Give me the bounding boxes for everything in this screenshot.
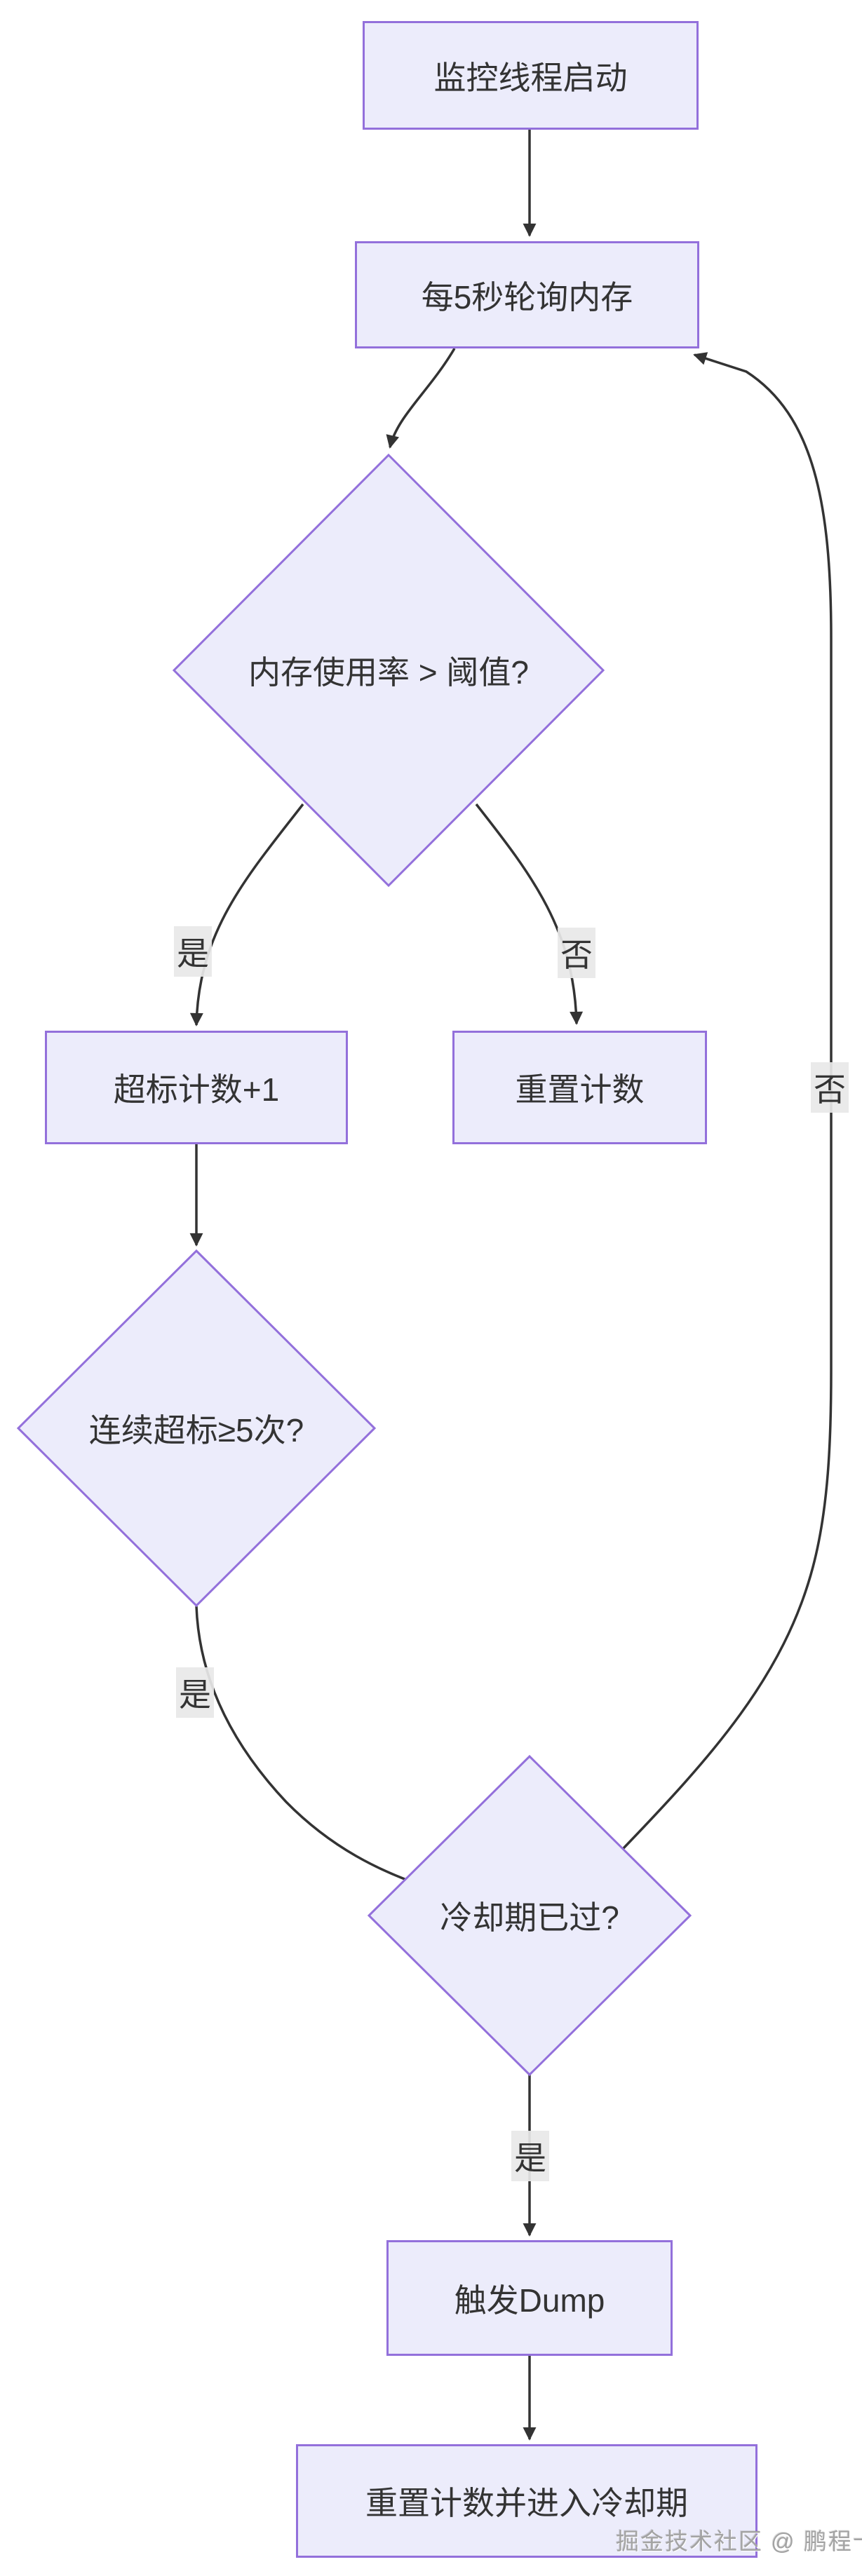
edge-label-threshold-no: 否 <box>558 928 595 978</box>
edge-label-cooldown-no: 否 <box>811 1062 849 1113</box>
diamond-consecutive-check <box>16 1249 377 1608</box>
node-reset-and-cooldown: 重置计数并进入冷却期 <box>296 2444 757 2558</box>
edge-cooldown-no-to-poll <box>621 352 833 1850</box>
node-reset-count: 重置计数 <box>452 1031 707 1144</box>
diamond-threshold-check <box>172 453 605 888</box>
edge-label-consecutive-yes: 是 <box>176 1667 214 1718</box>
node-over-count: 超标计数+1 <box>45 1031 348 1144</box>
node-poll: 每5秒轮询内存 <box>355 241 699 348</box>
node-start: 监控线程启动 <box>363 21 699 130</box>
diamond-cooldown-check <box>367 1754 692 2077</box>
watermark: 掘金技术社区 @ 鹏程十八少 <box>616 2528 862 2554</box>
edge-poll-to-threshold-check <box>386 348 456 449</box>
node-trigger-dump: 触发Dump <box>386 2240 673 2356</box>
edge-label-cooldown-yes: 是 <box>511 2131 549 2181</box>
edge-label-threshold-yes: 是 <box>174 926 212 977</box>
edge-threshold-yes-to-over-count <box>189 803 304 1026</box>
edge-consecutive-yes-to-cooldown-check <box>195 1606 427 1890</box>
edge-threshold-no-to-reset-count <box>475 803 584 1025</box>
